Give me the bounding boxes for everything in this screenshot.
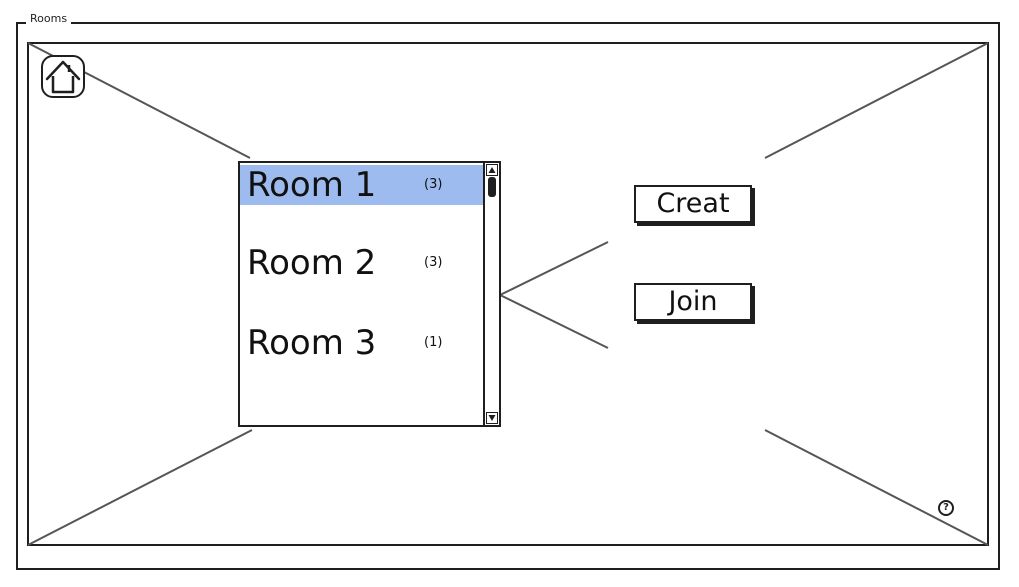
room-list-scrollbar[interactable] bbox=[483, 163, 499, 425]
triangle-up-icon bbox=[488, 167, 496, 173]
room-name: Room 3 bbox=[247, 323, 377, 363]
scroll-down-button[interactable] bbox=[486, 412, 498, 424]
home-button[interactable] bbox=[41, 55, 85, 98]
room-item-1[interactable]: Room 1 (3) bbox=[240, 165, 485, 205]
window-title: Rooms bbox=[26, 12, 72, 26]
room-list[interactable]: Room 1 (3) Room 2 (3) Room 3 (1) bbox=[238, 161, 501, 427]
join-button[interactable]: Join bbox=[634, 283, 752, 321]
room-item-2[interactable]: Room 2 (3) bbox=[240, 243, 485, 283]
room-name: Room 2 bbox=[247, 243, 377, 283]
rooms-frame bbox=[16, 22, 1000, 570]
room-member-count: (3) bbox=[424, 177, 443, 192]
triangle-down-icon bbox=[488, 415, 496, 421]
home-icon bbox=[45, 60, 81, 94]
room-item-3[interactable]: Room 3 (1) bbox=[240, 323, 485, 363]
scroll-up-button[interactable] bbox=[486, 164, 498, 176]
room-member-count: (1) bbox=[424, 335, 443, 350]
help-icon[interactable]: ? bbox=[938, 500, 954, 516]
scroll-thumb[interactable] bbox=[488, 177, 496, 197]
create-button[interactable]: Creat bbox=[634, 185, 752, 223]
room-member-count: (3) bbox=[424, 255, 443, 270]
room-name: Room 1 bbox=[247, 165, 377, 205]
